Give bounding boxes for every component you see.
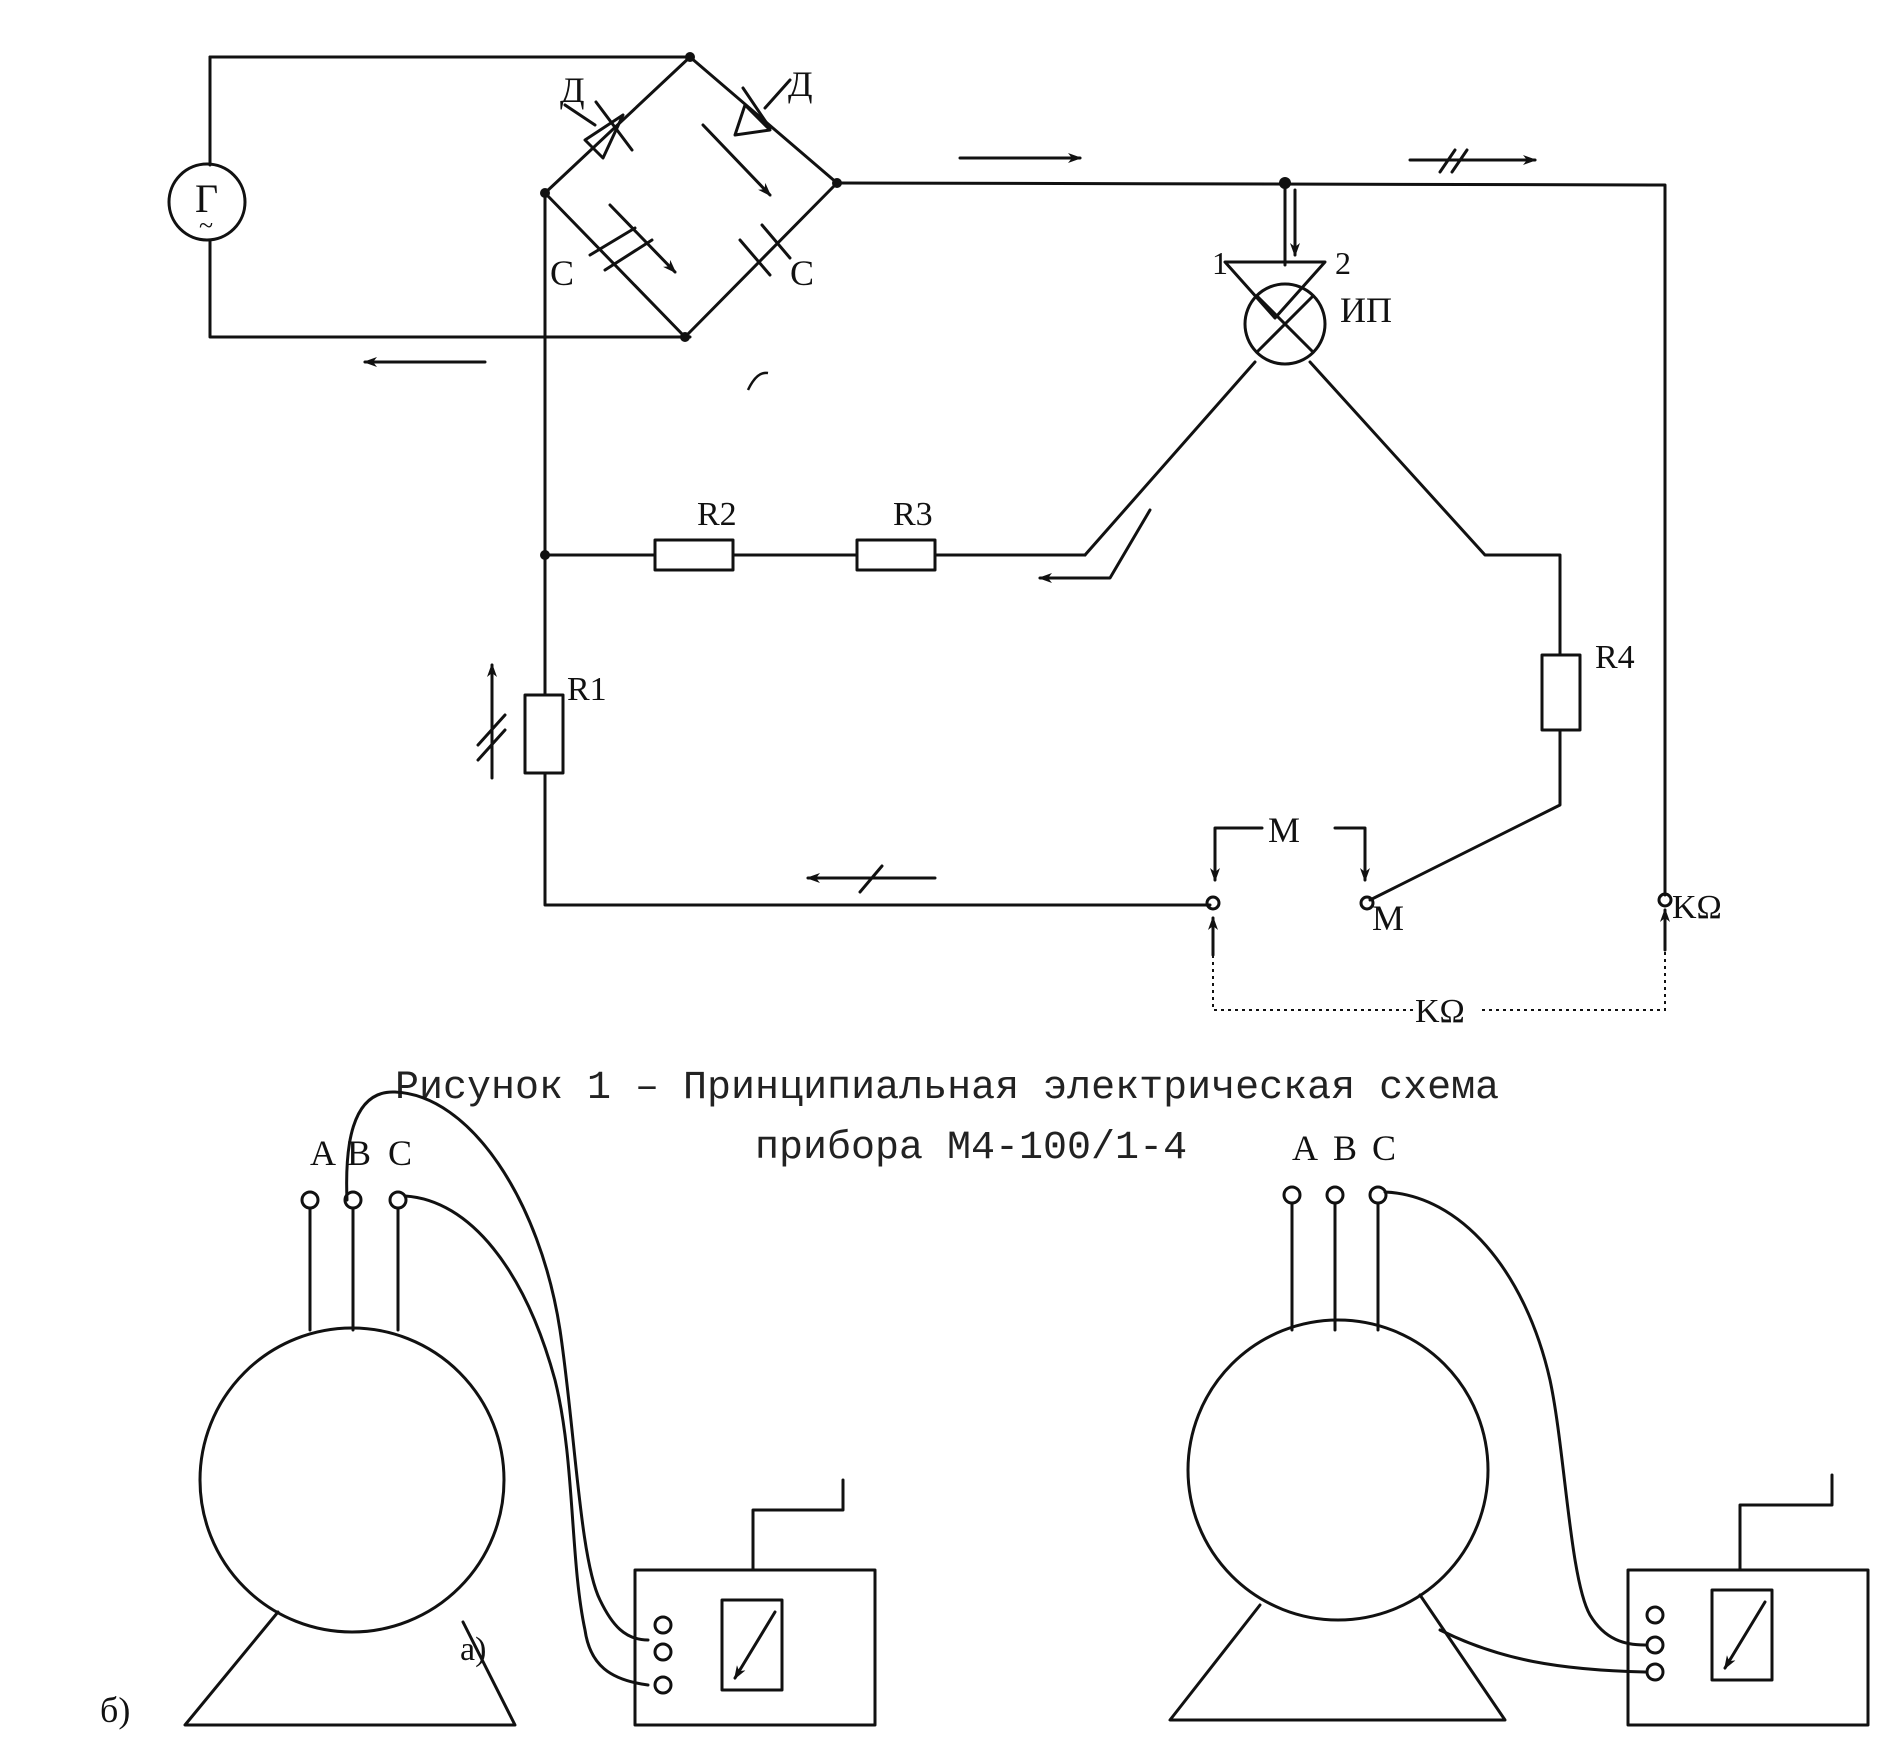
current-arrow-icon [701,123,772,197]
r3-label: R3 [893,496,933,533]
arrow-slash-icon [1438,148,1469,174]
terminal-c-label: C [388,1133,412,1173]
current-arrow-icon [608,203,677,274]
label-a: а) [460,1631,486,1668]
cap-left-label: C [550,253,574,293]
capacitor-left-icon [588,226,654,272]
schematic: Г ~ [167,52,1722,1030]
meter-label: ИП [1340,290,1392,330]
label-b: б) [100,1690,130,1730]
wire-meter-right [1308,360,1562,657]
generator: Г ~ [167,55,692,339]
caption-line-1: Рисунок 1 – Принципиальная электрическая… [395,1066,1499,1111]
arrow-slash-icon [476,713,507,762]
r1-label: R1 [567,671,607,708]
meter-dial-icon [1710,1588,1774,1682]
motor-base-icon [1168,1593,1507,1722]
meter-dial-icon [720,1598,784,1692]
crank-handle-icon [751,1478,845,1572]
r2-label: R2 [697,496,737,533]
motor-icon [198,1326,506,1634]
kohm-link: KΩ KΩ [1208,889,1722,1030]
terminal-1-label: 1 [1212,245,1228,281]
resistor-r4-icon [1540,653,1582,732]
motor-icon [1186,1318,1490,1622]
m-top-label: М [1268,810,1300,850]
r4-label: R4 [1595,639,1635,676]
stray-mark [746,371,769,391]
megohmmeter-box-icon [633,1568,877,1727]
kohm-terminal-label: KΩ [1672,889,1722,926]
kohm-bottom-label: KΩ [1415,993,1465,1030]
current-arrow-icon [1038,508,1152,583]
terminal-a-label: A [310,1133,336,1173]
generator-label: Г [195,176,218,221]
diode-right-icon [733,78,792,137]
wire-top [835,181,1667,897]
megohmmeter-box-icon [1626,1568,1870,1727]
cap-right-label: C [790,253,814,293]
resistor-r2-icon [653,538,735,572]
resistor-r1-icon [523,693,565,775]
motor-connection-right: A B C [1168,1128,1870,1727]
m-switch: М М [1205,810,1404,938]
meter-ip: 1 2 ИП [1212,181,1392,366]
terminal-c-label: C [1372,1128,1396,1168]
diode-left-label: Д [560,70,585,110]
motor-connection-left: A B C а) б) [100,1090,877,1730]
caption-line-2: прибора М4-100/1-4 [755,1126,1187,1171]
crank-handle-icon [1738,1473,1834,1572]
terminal-a-label: A [1292,1128,1318,1168]
terminal-b-label: B [1333,1128,1357,1168]
diode-right-label: Д [788,64,813,104]
terminal-2-label: 2 [1335,245,1351,281]
arrow-slash-icon [858,864,884,894]
resistor-r3-icon [855,538,937,572]
m-terminal-label: М [1372,898,1404,938]
diode-left-icon [563,100,634,160]
motor-base-icon [183,1610,517,1727]
generator-tilde: ~ [199,211,213,240]
wire-meter-left [1083,360,1257,557]
rectifier-bridge: Д Д C C [540,52,842,342]
capacitor-right-icon [738,223,792,277]
